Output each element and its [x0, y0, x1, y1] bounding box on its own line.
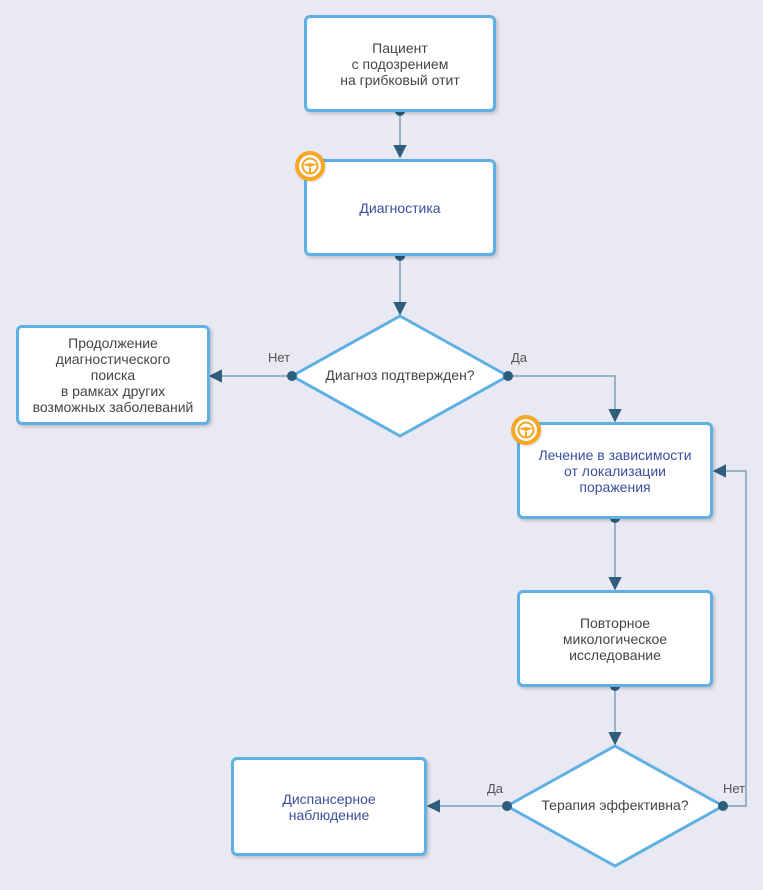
node-repeat-test[interactable]: Повторное микологическое исследование — [517, 590, 713, 687]
node-patient[interactable]: Пациент с подозрением на грибковый отит — [304, 15, 496, 112]
edge-decision-yes — [508, 375, 622, 423]
edge-label-diag-no: Нет — [268, 350, 291, 365]
node-followup[interactable]: Диспансерное наблюдение — [231, 757, 427, 856]
edge-label-therapy-yes: Да — [487, 781, 504, 796]
port-dot — [503, 371, 513, 381]
edge-label-diag-yes: Да — [511, 350, 528, 365]
node-treatment[interactable]: Лечение в зависимости от локализации пор… — [517, 422, 713, 519]
port-dot — [718, 801, 728, 811]
port-dot — [502, 801, 512, 811]
clinical-steering-icon — [295, 151, 325, 181]
steering-wheel-glyph — [301, 157, 319, 175]
steering-wheel-glyph — [517, 421, 535, 439]
decision-diagnosis-shape — [288, 314, 512, 438]
decision-therapy-label[interactable]: Терапия эффективна? — [541, 797, 689, 813]
node-diagnostics[interactable]: Диагностика — [304, 159, 496, 256]
clinical-steering-icon — [511, 415, 541, 445]
decision-therapy-shape — [503, 744, 727, 868]
edge-therapy-no-loop — [712, 464, 747, 807]
edge-label-therapy-no: Нет — [723, 781, 746, 796]
port-dot — [287, 371, 297, 381]
node-continue-search[interactable]: Продолжение диагностического поиска в ра… — [16, 325, 210, 425]
decision-diagnosis-label[interactable]: Диагноз подтвержден? — [325, 367, 475, 383]
